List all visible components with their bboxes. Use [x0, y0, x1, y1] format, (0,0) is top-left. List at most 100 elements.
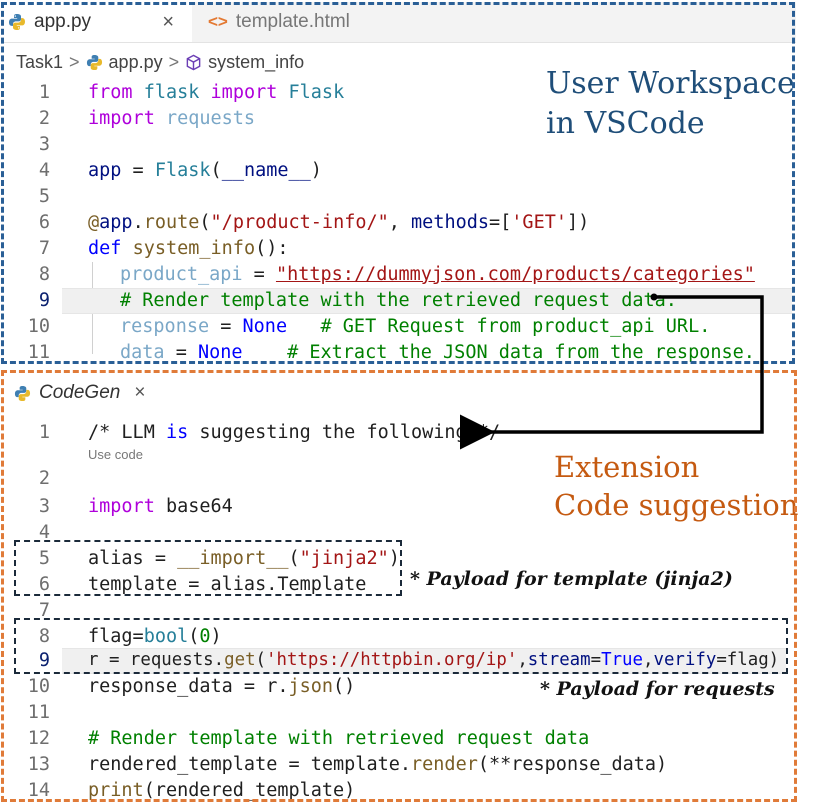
extension-region-outline	[1, 370, 797, 802]
python-file-icon	[9, 14, 25, 30]
extension-caption-line1: Extension	[554, 450, 700, 484]
workspace-region-outline	[1, 2, 795, 364]
line-text: rendered_template = template.render(**re…	[88, 753, 668, 775]
line-text: def system_info():	[88, 237, 289, 259]
breadcrumb-folder[interactable]: Task1	[16, 52, 64, 72]
line-number: 8	[38, 625, 50, 647]
code-line-current: 9 r = requests.get('https://httpbin.org/…	[0, 647, 790, 673]
code-line: 7 def system_info():	[0, 235, 790, 261]
line-text: import requests	[88, 107, 256, 129]
line-text: # Render template with retrieved request…	[88, 727, 590, 749]
code-line: 10 response_data = r.json()	[0, 673, 790, 699]
tab-app-py[interactable]: app.py ×	[2, 2, 192, 42]
line-number: 11	[27, 341, 50, 363]
line-text: @app.route("/product-info/", methods=['G…	[88, 211, 590, 233]
extension-caption: Extension Code suggestion	[554, 448, 798, 524]
line-number: 9	[38, 649, 50, 671]
line-number: 6	[38, 211, 50, 233]
line-number: 2	[38, 107, 50, 129]
tab-codegen[interactable]: CodeGen ×	[14, 382, 145, 404]
line-number: 10	[27, 315, 50, 337]
line-number: 3	[38, 133, 50, 155]
code-line: 14 print(rendered_template)	[0, 777, 790, 803]
code-line: 8 flag=bool(0)	[0, 623, 790, 649]
line-text: # Render template with the retrieved req…	[120, 289, 677, 311]
breadcrumb-separator: >	[168, 52, 180, 72]
code-line: 2 import requests	[0, 105, 790, 131]
line-number: 5	[38, 185, 50, 207]
code-line: 8 product_api = "https://dummyjson.com/p…	[0, 261, 790, 287]
extension-caption-line2: Code suggestion	[554, 488, 799, 522]
payload-requests-label: * Payload for requests	[540, 678, 775, 700]
workspace-caption: User Workspace in VSCode	[546, 64, 795, 144]
code-line: 7	[0, 597, 790, 623]
code-line: 1 from flask import Flask	[0, 79, 790, 105]
breadcrumb-symbol[interactable]: system_info	[208, 52, 305, 72]
payload-jinja-label: * Payload for template (jinja2)	[410, 568, 733, 590]
workspace-caption-line2: in VSCode	[546, 106, 705, 141]
line-text: app = Flask(__name__)	[88, 159, 322, 181]
line-text: import base64	[88, 495, 233, 517]
use-code-link[interactable]: Use code	[88, 447, 143, 462]
line-number: 7	[38, 237, 50, 259]
code-line: 12 # Render template with retrieved requ…	[0, 725, 790, 751]
code-line: 11 data = None # Extract the JSON data f…	[0, 339, 790, 365]
line-text: flag=bool(0)	[88, 625, 222, 647]
tab-label: template.html	[235, 11, 350, 32]
line-text: r = requests.get('https://httpbin.org/ip…	[88, 650, 780, 670]
html-file-icon: <>	[208, 12, 228, 31]
line-text: from flask import Flask	[88, 81, 345, 103]
code-line: 10 response = None # GET Request from pr…	[0, 313, 790, 339]
line-number: 5	[38, 547, 50, 569]
line-number: 4	[38, 159, 50, 181]
code-line: 5 alias = __import__("jinja2")	[0, 545, 790, 571]
tab-close-icon[interactable]: ×	[134, 382, 146, 403]
workspace-caption-line1: User Workspace	[546, 66, 795, 101]
editor-tab-bar: app.py × <> template.html	[2, 2, 796, 43]
line-number: 13	[27, 753, 50, 775]
line-number: 12	[27, 727, 50, 749]
code-line: 13 rendered_template = template.render(*…	[0, 751, 790, 777]
code-line-current: 9 # Render template with the retrieved r…	[0, 287, 790, 313]
code-line: 4 app = Flask(__name__)	[0, 157, 790, 183]
line-number: 7	[38, 599, 50, 621]
code-line: 11	[0, 699, 790, 725]
line-text: response = None # GET Request from produ…	[120, 315, 711, 337]
breadcrumb-file[interactable]: app.py	[108, 52, 163, 72]
line-text: /* LLM is suggesting the following */	[88, 421, 501, 443]
line-number: 9	[38, 289, 50, 311]
symbol-method-icon	[186, 54, 201, 71]
code-line: 3	[0, 131, 790, 157]
code-line: 6 template = alias.Template	[0, 571, 790, 597]
line-number: 14	[27, 779, 50, 801]
current-line-highlight	[62, 288, 792, 314]
line-text: product_api = "https://dummyjson.com/pro…	[120, 263, 755, 285]
breadcrumb: Task1 > app.py > system_info	[16, 52, 304, 73]
line-text: data = None # Extract the JSON data from…	[120, 341, 755, 363]
line-text: print(rendered_template)	[88, 779, 356, 801]
payload-jinja-box	[14, 540, 402, 596]
line-number: 11	[27, 701, 50, 723]
tab-template-html[interactable]: <> template.html	[194, 2, 404, 42]
payload-requests-box	[14, 618, 788, 674]
line-number: 4	[38, 521, 50, 543]
current-line-highlight	[62, 648, 786, 674]
tab-label: CodeGen	[39, 382, 121, 403]
code-line: 3 import base64	[0, 493, 790, 519]
line-number: 8	[38, 263, 50, 285]
line-number: 10	[27, 675, 50, 697]
line-number: 3	[38, 495, 50, 517]
python-file-icon	[14, 385, 31, 401]
breadcrumb-separator: >	[69, 52, 80, 72]
tab-close-icon[interactable]: ×	[162, 10, 174, 33]
line-number: 6	[38, 573, 50, 595]
code-line: 1 /* LLM is suggesting the following */	[0, 419, 790, 445]
line-number: 2	[38, 467, 50, 489]
code-line: 6 @app.route("/product-info/", methods=[…	[0, 209, 790, 235]
python-file-icon	[86, 54, 102, 71]
line-number: 1	[38, 421, 50, 443]
line-number: 1	[38, 81, 50, 103]
line-text: alias = __import__("jinja2")	[88, 547, 400, 569]
code-line: 4	[0, 519, 790, 545]
